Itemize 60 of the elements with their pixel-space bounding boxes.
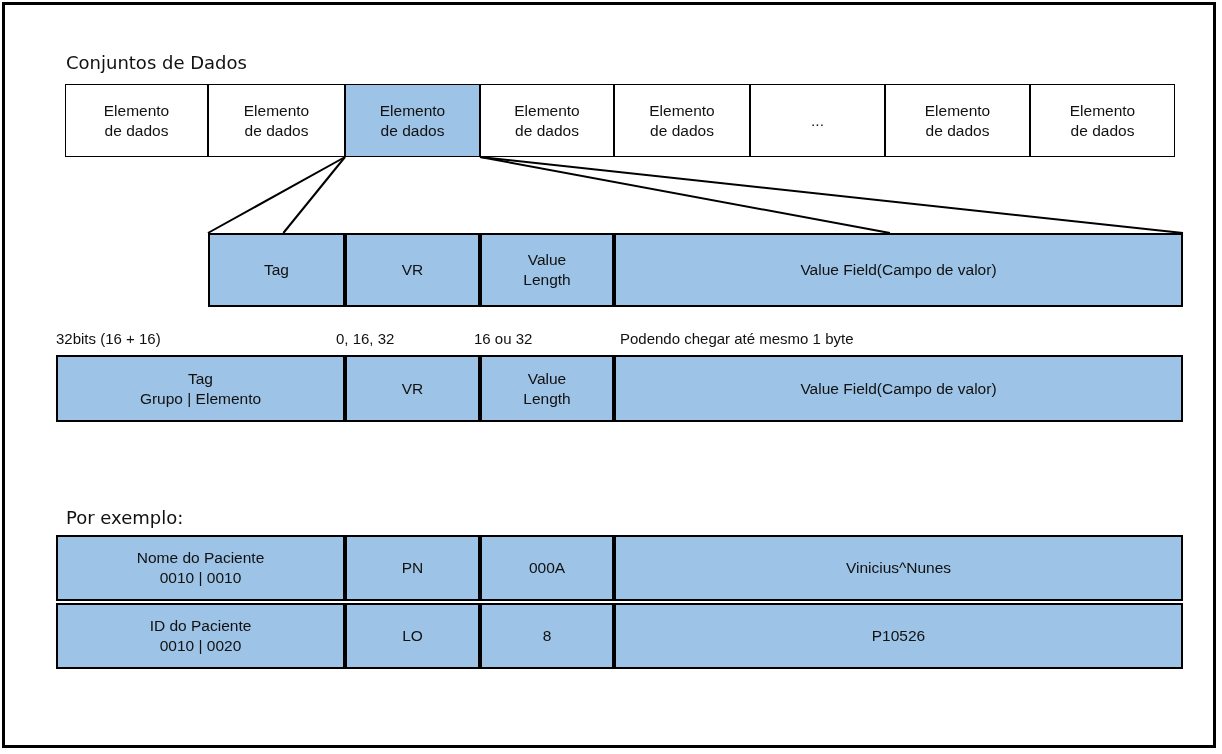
table-cell — [1030, 84, 1175, 157]
cell-text: Vinicius^Nunes — [845, 558, 952, 578]
table-cell — [208, 84, 345, 157]
cell-text: Elemento de dados — [923, 100, 992, 141]
cell-text: Elemento de dados — [242, 100, 311, 141]
cell-text: Elemento de dados — [1068, 100, 1137, 141]
table-cell — [614, 84, 750, 157]
table-cell — [65, 84, 208, 157]
size-note: Podendo chegar até mesmo 1 byte — [620, 330, 854, 347]
table-cell — [480, 535, 614, 601]
table-cell — [480, 84, 614, 157]
table-cell — [750, 84, 885, 157]
expansion-line — [282, 156, 346, 234]
size-note: 16 ou 32 — [474, 330, 533, 347]
cell-text: Nome do Paciente — [136, 548, 265, 568]
cell-text: VR — [401, 260, 424, 280]
table-cell — [345, 603, 480, 669]
table-cell — [614, 355, 1183, 422]
table-cell — [345, 233, 480, 307]
cell-text: Tag — [188, 368, 213, 389]
table-cell — [614, 233, 1183, 307]
table-cell — [885, 84, 1030, 157]
table-cell — [614, 535, 1183, 601]
section-heading: Conjuntos de Dados — [66, 52, 247, 73]
cell-text: Elemento de dados — [648, 100, 716, 141]
table-cell — [480, 603, 614, 669]
table-cell — [56, 355, 345, 422]
expansion-line — [207, 156, 346, 234]
size-note: 0, 16, 32 — [336, 330, 395, 347]
table-cell — [345, 355, 480, 422]
cell-text: VR — [401, 378, 424, 399]
cell-text: Value Field(Campo de valor) — [800, 378, 997, 399]
cell-text: Elemento de dados — [102, 100, 171, 141]
table-cell — [480, 233, 614, 307]
cell-text: 0010 | 0020 — [159, 636, 242, 656]
table-cell — [345, 535, 480, 601]
cell-text: Grupo | Elemento — [139, 388, 262, 409]
cell-text: Tag — [264, 260, 289, 280]
table-cell — [614, 603, 1183, 669]
cell-text: ID do Paciente — [149, 616, 252, 636]
cell-text: LO — [402, 626, 423, 646]
cell-text: PN — [401, 558, 424, 578]
cell-text: Value Length — [522, 368, 572, 409]
table-cell — [480, 355, 614, 422]
section-heading: Por exemplo: — [66, 507, 184, 528]
expansion-line — [479, 156, 891, 234]
cell-text: 0010 | 0010 — [159, 568, 242, 588]
table-cell — [56, 603, 345, 669]
table-cell — [345, 84, 480, 157]
cell-text: 8 — [542, 626, 552, 646]
cell-text: 000A — [528, 558, 566, 578]
cell-text: Elemento de dados — [378, 100, 447, 141]
size-note: 32bits (16 + 16) — [56, 330, 161, 347]
cell-text: P10526 — [871, 626, 926, 646]
cell-text: Elemento de dados — [513, 100, 581, 141]
table-cell — [208, 233, 345, 307]
cell-text: Value Field(Campo de valor) — [800, 260, 997, 280]
table-cell — [56, 535, 345, 601]
cell-text: ... — [811, 110, 824, 131]
cell-text: Value Length — [522, 250, 572, 290]
